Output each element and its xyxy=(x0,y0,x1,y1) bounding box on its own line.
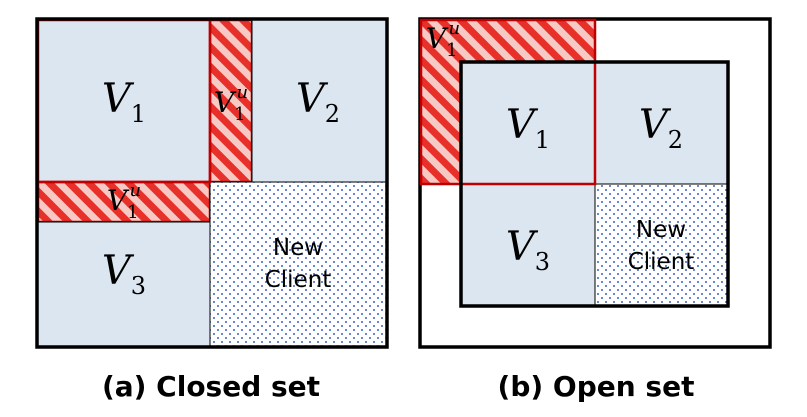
label-v3: V3 xyxy=(506,224,550,276)
label-v1: V1 xyxy=(102,76,146,128)
label-v1u-vertical: V1u xyxy=(214,82,248,125)
label-new-client-line2: Client xyxy=(265,267,332,293)
caption-closed-set: (a) Closed set xyxy=(102,370,320,403)
label-v1u-corner: V1u xyxy=(426,18,460,61)
label-new-client-line2: Client xyxy=(628,249,695,275)
region-v1 xyxy=(37,19,211,183)
label-new-client-line1: New xyxy=(273,235,323,261)
label-v1: V1 xyxy=(506,102,550,154)
label-v1u-horizontal: V1u xyxy=(107,180,141,223)
region-v3 xyxy=(460,183,596,307)
region-new-client xyxy=(594,183,729,307)
label-v2: V2 xyxy=(296,76,340,128)
label-v2: V2 xyxy=(639,102,683,154)
outer-border-closed xyxy=(35,17,389,349)
region-v3 xyxy=(37,221,211,347)
panel-closed-set: V1 V1u V2 V1u V3 New Client (a) Closed s… xyxy=(35,17,389,403)
region-new-client xyxy=(209,181,387,347)
label-new-client-line1: New xyxy=(636,217,686,243)
panel-open-set: V1u V1 V2 V3 New Client (b) Open set xyxy=(418,17,772,403)
label-v3: V3 xyxy=(102,248,146,300)
caption-open-set: (b) Open set xyxy=(498,370,695,403)
inner-border-open xyxy=(459,60,730,308)
v1u-red-outline xyxy=(419,18,597,186)
